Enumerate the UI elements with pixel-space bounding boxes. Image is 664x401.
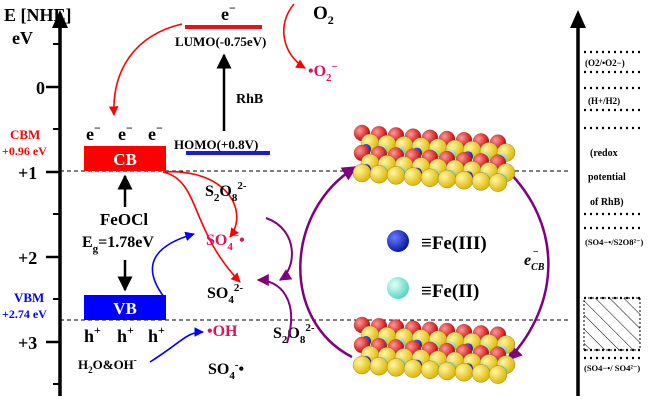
- oxygen-reduction-arrow: [282, 3, 306, 69]
- conduction-band: [84, 146, 166, 171]
- tick-label-2: +2: [18, 248, 37, 268]
- redox-o2-couple: (O2/•O2−): [585, 58, 625, 68]
- hole-oxidation-arrow: [151, 231, 195, 298]
- redox-rhb-line2: potential: [588, 172, 626, 183]
- feocl-crystal-top: [352, 124, 516, 192]
- cbm-value: +0.96 eV: [2, 144, 47, 158]
- fe-cycle-right-arrow: [503, 166, 550, 362]
- dye-name: RhB: [236, 92, 263, 107]
- tick-label-0: 0: [36, 78, 45, 98]
- superoxide-radical: •O2−: [308, 61, 338, 84]
- fe2-legend-label: ≡Fe(II): [421, 281, 479, 302]
- cbm-label: CBM: [10, 127, 40, 142]
- fe3-legend-label: ≡Fe(III): [421, 233, 487, 254]
- fe-cycle-left-arrow: [299, 165, 358, 359]
- persulfate-activation-arrow: [162, 171, 239, 238]
- electron: e−: [148, 121, 163, 144]
- valence-band: [84, 295, 166, 320]
- vbm-value: +2.74 eV: [2, 307, 47, 321]
- redox-so4-s2o8: (SO4−•/S2O8²⁻): [585, 237, 643, 247]
- hole: h+: [148, 323, 165, 346]
- fe-oxidation-arrow: [265, 217, 293, 281]
- persulfate-label: S2O82-: [205, 180, 247, 204]
- oxygen-label: O2: [313, 3, 334, 27]
- crystal-atom: [403, 359, 423, 378]
- hole: h+: [117, 323, 134, 346]
- axis-arrowhead-icon: [52, 10, 68, 28]
- redox-h-couple: (H+/H2): [588, 96, 620, 106]
- material-label: FeOCl: [100, 210, 148, 229]
- crystal-atom: [454, 171, 474, 190]
- vb-holes: h+ h+ h+: [84, 323, 165, 346]
- redox-rhb-line1: (redox: [590, 148, 618, 159]
- hydroxyl-radical: •OH: [207, 323, 238, 340]
- fe-reduction-arrow: [256, 274, 293, 344]
- hydroxyl-formation-arrow: [149, 327, 204, 363]
- vbm-label: VBM: [14, 290, 44, 305]
- sulfate-radical: SO4−•: [206, 230, 245, 253]
- crystal-atom: [437, 361, 457, 381]
- persulfate-label-2: S2O82-: [273, 322, 315, 346]
- electron: e−: [118, 121, 133, 144]
- tick-label-1: +1: [18, 163, 37, 183]
- tick-label-3: +3: [18, 333, 37, 353]
- crystal-atom: [437, 169, 457, 189]
- crystal-atom: [386, 166, 406, 185]
- sulfate-radical-2: SO4-•: [208, 359, 244, 382]
- redox-scale: [570, 10, 641, 396]
- axis-unit: eV: [12, 28, 33, 48]
- water-hydroxide-label: H2O&OH-: [78, 355, 137, 375]
- crystal-atom: [352, 355, 372, 375]
- energy-axis: [46, 10, 68, 396]
- lumo-electron: e−: [221, 1, 236, 24]
- fe3-sphere-icon: [387, 230, 409, 252]
- crystal-atom: [420, 168, 440, 187]
- hole: h+: [84, 323, 101, 346]
- crystal-atom: [488, 173, 508, 192]
- crystal-atom: [471, 172, 491, 191]
- feocl-crystal-bottom: [352, 316, 516, 384]
- cb-label: CB: [113, 150, 137, 169]
- crystal-atom: [454, 363, 474, 382]
- crystal-atom: [369, 357, 389, 376]
- fe2-sphere-icon: [387, 277, 409, 299]
- crystal-atom: [403, 167, 423, 186]
- persulfate-window-hatch: [583, 297, 641, 351]
- lumo-label: LUMO(-0.75eV): [175, 34, 266, 49]
- band-gap-label: Eg=1.78eV: [82, 234, 154, 255]
- homo-label: HOMO(+0.8V): [174, 137, 258, 152]
- axis-title: E [NHE]: [4, 5, 72, 25]
- redox-dotted-levels: [584, 50, 642, 360]
- redox-axis-arrowhead-icon: [570, 10, 586, 28]
- crystal-atom: [488, 365, 508, 384]
- crystal-atom: [369, 165, 389, 184]
- vb-label: VB: [113, 299, 137, 318]
- crystal-atom: [471, 364, 491, 383]
- redox-so4-so4: (SO4−•/ SO4²⁻): [584, 363, 640, 373]
- electron: e−: [86, 121, 101, 144]
- redox-rhb-line3: of RhB): [590, 197, 624, 208]
- crystal-atom: [352, 163, 372, 183]
- ecb-label: eCB−: [524, 247, 545, 273]
- cb-electrons: e− e− e−: [86, 121, 163, 144]
- crystal-atom: [420, 360, 440, 379]
- electron-injection-arrow: [108, 23, 183, 116]
- crystal-atom: [386, 358, 406, 377]
- sulfate-ion: SO42-: [207, 282, 243, 306]
- sulfate-formation-arrow: [162, 171, 241, 283]
